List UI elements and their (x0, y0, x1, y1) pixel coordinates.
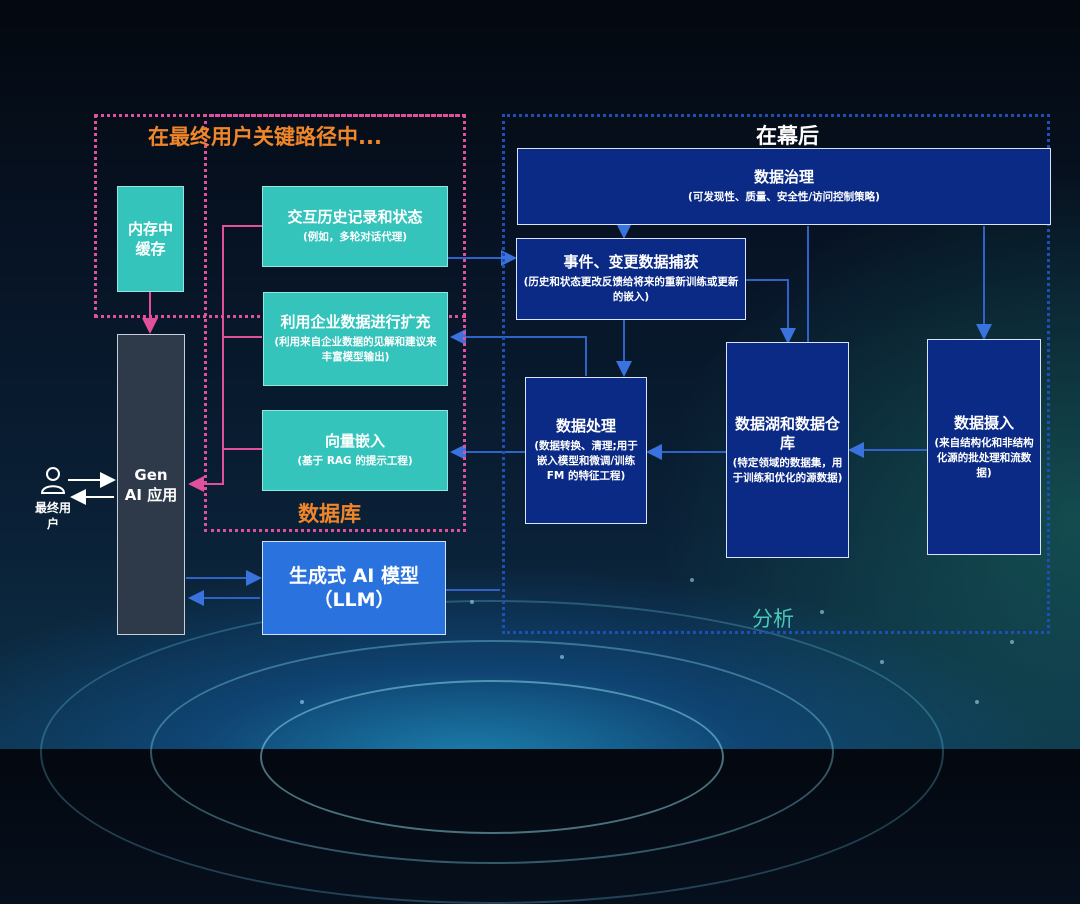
person-icon (40, 466, 66, 494)
data-lake-box: 数据湖和数据仓库 (特定领域的数据集，用于训练和优化的源数据) (726, 342, 849, 558)
cdc-title: 事件、变更数据捕获 (563, 253, 698, 272)
data-processing-subtitle: (数据转换、清理;用于嵌入模型和微调/训练 FM 的特征工程) (530, 439, 642, 484)
data-lake-subtitle: (特定领域的数据集，用于训练和优化的源数据) (732, 456, 843, 486)
data-lake-title: 数据湖和数据仓库 (732, 415, 843, 453)
cdc-box: 事件、变更数据捕获 (历史和状态更改反馈给将来的重新训练或更新的嵌入) (516, 238, 746, 320)
behind-scenes-title: 在幕后 (756, 120, 819, 150)
data-processing-box: 数据处理 (数据转换、清理;用于嵌入模型和微调/训练 FM 的特征工程) (525, 377, 647, 524)
end-user-label: 最终用户 (34, 500, 72, 532)
vector-embedding-title: 向量嵌入 (325, 432, 385, 451)
interaction-history-title: 交互历史记录和状态 (287, 208, 422, 227)
gen-ai-app-box: Gen AI 应用 (117, 334, 185, 635)
data-processing-title: 数据处理 (556, 417, 616, 436)
llm-box: 生成式 AI 模型 （LLM） (262, 541, 446, 635)
enterprise-augment-subtitle: (利用来自企业数据的见解和建议来丰富模型输出) (270, 335, 441, 365)
memory-cache-box: 内存中缓存 (117, 186, 184, 292)
vector-embedding-subtitle: (基于 RAG 的提示工程) (297, 454, 412, 469)
critical-path-title: 在最终用户关键路径中... (148, 121, 382, 151)
interaction-history-subtitle: (例如，多轮对话代理) (303, 230, 407, 245)
data-governance-title: 数据治理 (754, 168, 814, 187)
analytics-title: 分析 (752, 603, 794, 633)
data-ingest-box: 数据摄入 (来自结构化和非结构化源的批处理和流数据) (927, 339, 1041, 555)
cdc-subtitle: (历史和状态更改反馈给将来的重新训练或更新的嵌入) (521, 275, 741, 305)
data-governance-box: 数据治理 (可发现性、质量、安全性/访问控制策略) (517, 148, 1051, 225)
interaction-history-box: 交互历史记录和状态 (例如，多轮对话代理) (262, 186, 448, 267)
llm-subtitle: （LLM） (313, 588, 394, 612)
vector-embedding-box: 向量嵌入 (基于 RAG 的提示工程) (262, 410, 448, 491)
gen-ai-app-label: Gen AI 应用 (124, 465, 178, 505)
memory-cache-label: 内存中缓存 (124, 219, 177, 259)
llm-title: 生成式 AI 模型 (289, 564, 419, 588)
data-governance-subtitle: (可发现性、质量、安全性/访问控制策略) (688, 190, 880, 205)
data-ingest-subtitle: (来自结构化和非结构化源的批处理和流数据) (933, 436, 1035, 481)
enterprise-augment-title: 利用企业数据进行扩充 (280, 313, 430, 332)
data-ingest-title: 数据摄入 (954, 414, 1014, 433)
enterprise-augment-box: 利用企业数据进行扩充 (利用来自企业数据的见解和建议来丰富模型输出) (263, 292, 448, 386)
database-title: 数据库 (298, 498, 361, 528)
